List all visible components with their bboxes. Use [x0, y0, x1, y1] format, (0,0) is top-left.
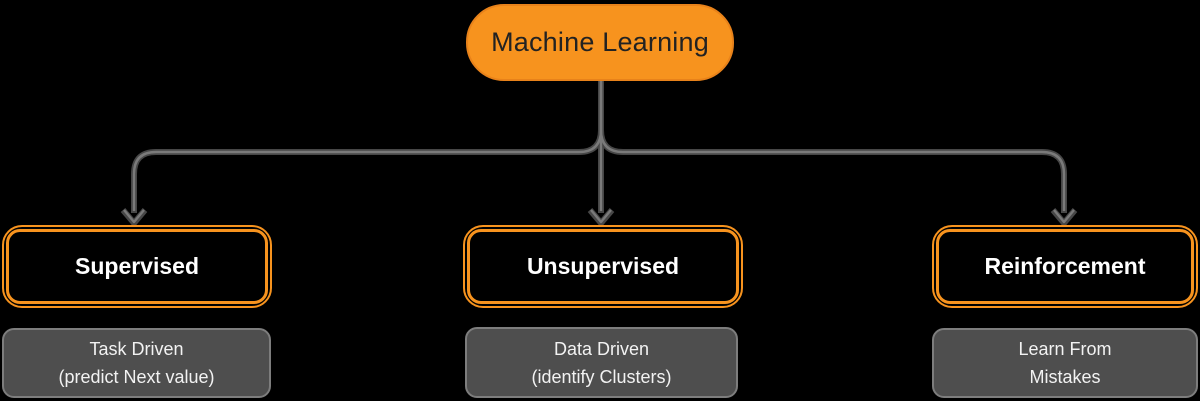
note-reinforcement: Learn From Mistakes	[932, 328, 1198, 398]
note-unsupervised: Data Driven (identify Clusters)	[465, 327, 738, 398]
node-machine-learning: Machine Learning	[466, 4, 734, 81]
note-line: (predict Next value)	[58, 367, 215, 387]
node-supervised: Supervised	[2, 225, 272, 308]
note-line: Learn From	[1018, 339, 1112, 359]
note-line: (identify Clusters)	[531, 366, 672, 387]
node-label: Supervised	[75, 253, 199, 279]
node-label: Unsupervised	[526, 253, 680, 279]
note-line: Task Driven	[89, 339, 184, 359]
node-reinforcement: Reinforcement	[932, 225, 1198, 308]
connector-left	[131, 81, 604, 213]
connector-lines-core	[123, 81, 1075, 224]
node-label: Machine Learning	[491, 27, 709, 57]
note-supervised: Task Driven (predict Next value)	[2, 328, 271, 398]
node-unsupervised: Unsupervised	[463, 225, 743, 308]
node-label: Reinforcement	[984, 253, 1146, 279]
connector-right	[598, 81, 1067, 213]
note-line: Mistakes	[1029, 367, 1101, 387]
note-line: Data Driven	[553, 338, 650, 359]
